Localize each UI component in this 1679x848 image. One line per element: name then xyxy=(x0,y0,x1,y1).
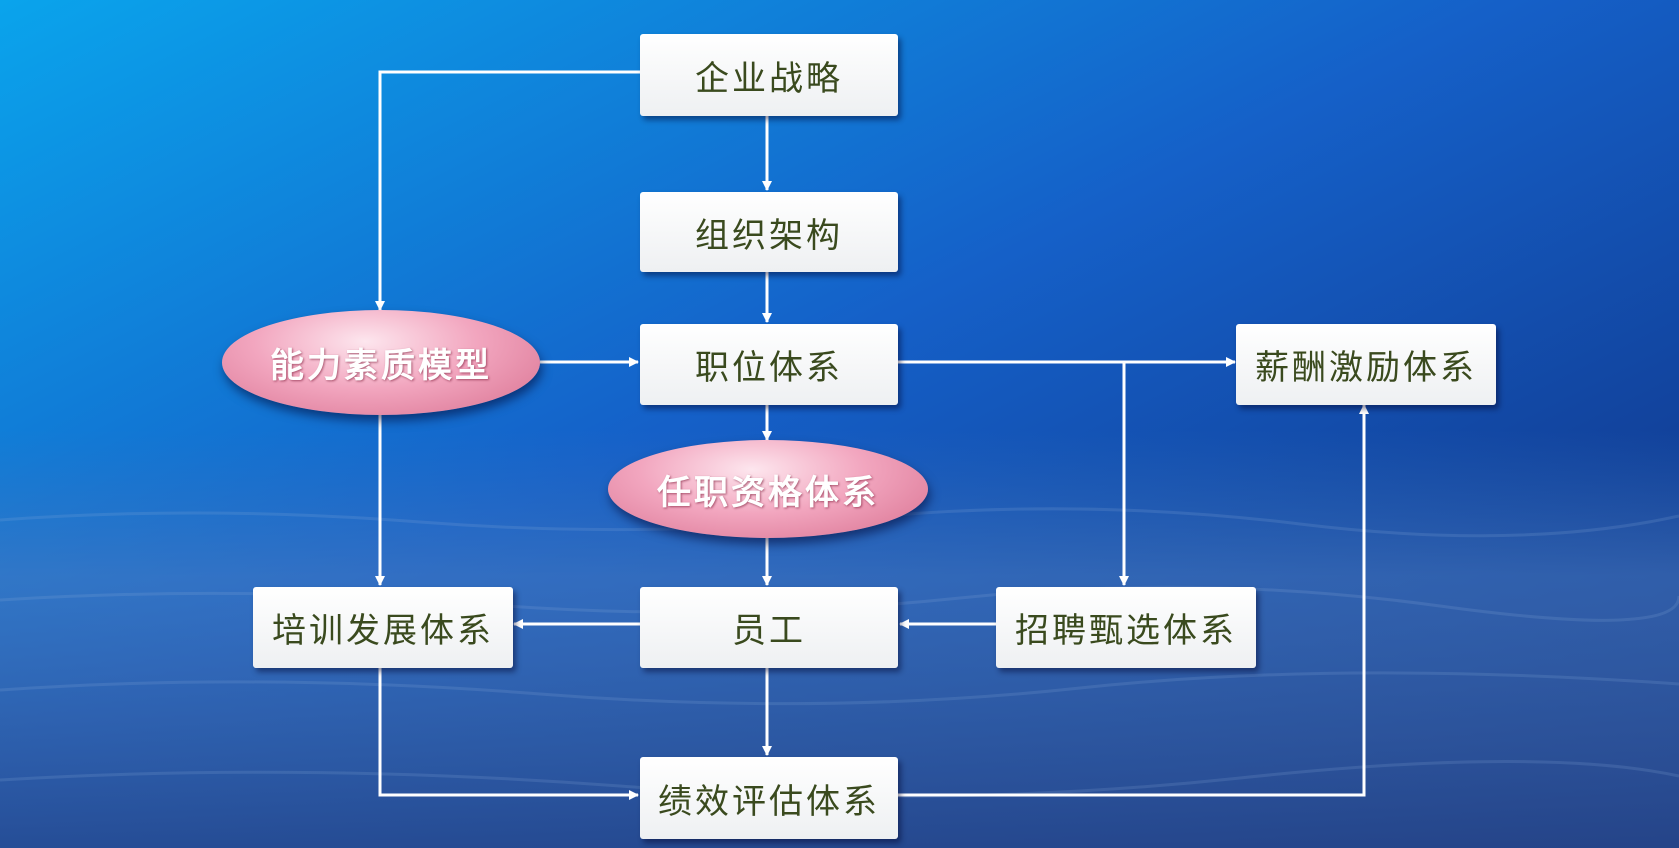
node-org: 组织架构 xyxy=(640,192,898,272)
node-training: 培训发展体系 xyxy=(253,587,513,668)
node-competency: 能力素质模型 xyxy=(222,310,540,415)
node-qualification: 任职资格体系 xyxy=(608,440,928,538)
node-recruit: 招聘甄选体系 xyxy=(996,587,1256,668)
node-strategy: 企业战略 xyxy=(640,34,898,116)
node-employee: 员工 xyxy=(640,587,898,668)
arrow-training-performance xyxy=(378,668,639,800)
node-compensation: 薪酬激励体系 xyxy=(1236,324,1496,405)
arrow-strategy-competency xyxy=(375,70,640,311)
node-position: 职位体系 xyxy=(640,324,898,405)
arrow-performance-compensation xyxy=(898,404,1369,797)
node-performance: 绩效评估体系 xyxy=(640,757,898,839)
